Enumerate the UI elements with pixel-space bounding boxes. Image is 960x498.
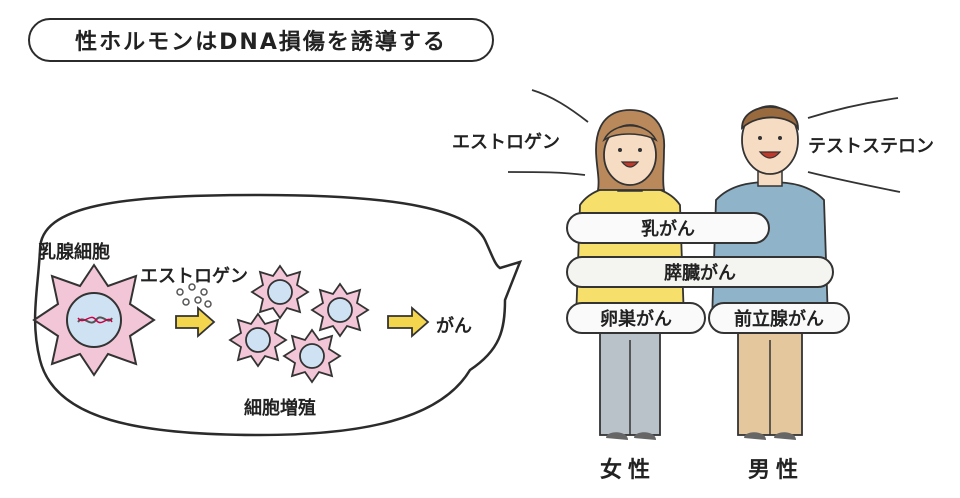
proliferation-label: 細胞増殖 — [244, 398, 316, 419]
male-label: 男性 — [748, 458, 805, 483]
sound-lines-male — [807, 97, 901, 193]
pill-ovary-cancer-label: 卵巣がん — [600, 309, 672, 330]
female-label: 女性 — [600, 458, 657, 483]
arrow-1 — [175, 306, 216, 338]
pill-breast-cancer-label: 乳がん — [641, 219, 695, 240]
title-box: 性ホルモンはDNA損傷を誘導する — [28, 18, 494, 62]
pill-pancreas-cancer: 膵臓がん — [566, 256, 834, 288]
male-hormone-label: テストステロン — [808, 136, 934, 157]
result-label: がん — [436, 316, 472, 337]
pill-ovary-cancer: 卵巣がん — [566, 302, 706, 334]
hormone-dots — [176, 283, 212, 308]
page-title: 性ホルモンはDNA損傷を誘導する — [75, 30, 447, 55]
pill-breast-cancer: 乳がん — [566, 212, 770, 244]
cell-label: 乳腺細胞 — [38, 242, 110, 263]
mammary-cell — [32, 263, 156, 377]
small-cells — [228, 264, 370, 384]
female-hormone-label: エストロゲン — [452, 132, 560, 153]
arrow-2 — [387, 306, 430, 338]
pill-pancreas-cancer-label: 膵臓がん — [664, 263, 736, 284]
sound-lines-female — [507, 89, 589, 176]
pill-prostate-cancer: 前立腺がん — [708, 302, 850, 334]
pill-prostate-cancer-label: 前立腺がん — [734, 309, 824, 330]
hormone-label-bubble: エストロゲン — [140, 266, 248, 287]
